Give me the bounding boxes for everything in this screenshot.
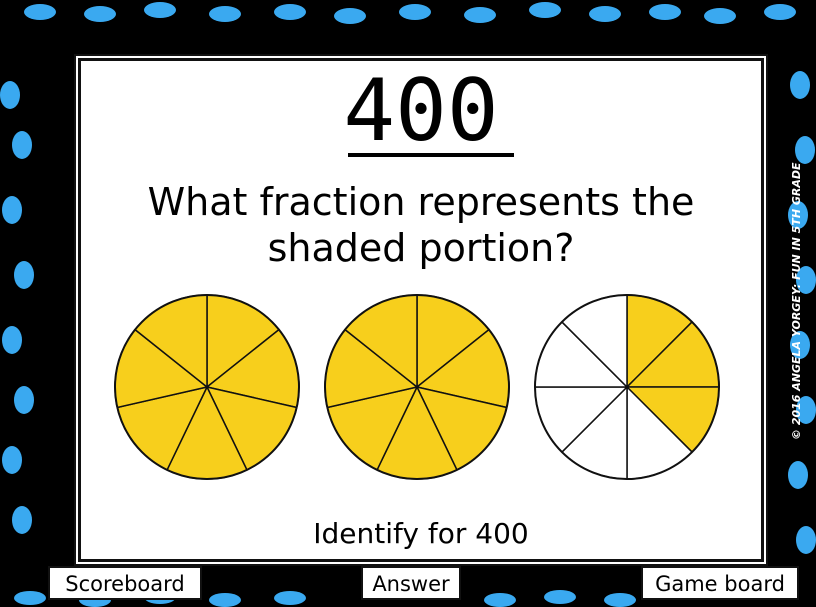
fraction-circle-1 (115, 295, 299, 479)
polka-dot (589, 6, 621, 22)
point-underline (348, 153, 514, 157)
polka-dot (24, 4, 56, 20)
polka-dot (788, 461, 808, 489)
copyright-credit: © 2016 ANGELA YORGEY: FUN IN 5TH GRADE (790, 162, 803, 440)
polka-dot (14, 591, 46, 605)
point-value: 400 (81, 61, 761, 161)
polka-dot (274, 591, 306, 605)
polka-dot (464, 7, 496, 23)
polka-dot (334, 8, 366, 24)
polka-dot (209, 593, 241, 607)
scoreboard-button[interactable]: Scoreboard (48, 566, 202, 600)
polka-dot (795, 136, 815, 164)
fraction-circle-3 (535, 295, 719, 479)
polka-dot (14, 261, 34, 289)
answer-button[interactable]: Answer (361, 566, 461, 600)
polka-dot (144, 2, 176, 18)
polka-dot (209, 6, 241, 22)
polka-dot (14, 386, 34, 414)
polka-dot (529, 2, 561, 18)
identify-label: Identify for 400 (81, 517, 761, 550)
polka-dot (790, 71, 810, 99)
polka-dot (399, 4, 431, 20)
polka-dot (0, 81, 20, 109)
polka-dot (764, 4, 796, 20)
polka-dot (2, 196, 22, 224)
polka-dot (484, 593, 516, 607)
polka-dot (649, 4, 681, 20)
polka-dot (2, 446, 22, 474)
polka-dot (12, 131, 32, 159)
polka-dot (2, 326, 22, 354)
polka-dot (274, 4, 306, 20)
polka-dot (704, 8, 736, 24)
fraction-circles (81, 289, 761, 485)
game-board-button[interactable]: Game board (641, 566, 799, 600)
polka-dot (544, 590, 576, 604)
polka-dot (12, 506, 32, 534)
polka-dot (84, 6, 116, 22)
question-text: What fraction represents the shaded port… (101, 179, 741, 271)
question-card: 400 What fraction represents the shaded … (78, 58, 764, 562)
polka-dot (796, 526, 816, 554)
polka-dot (604, 593, 636, 607)
fraction-circle-2 (325, 295, 509, 479)
